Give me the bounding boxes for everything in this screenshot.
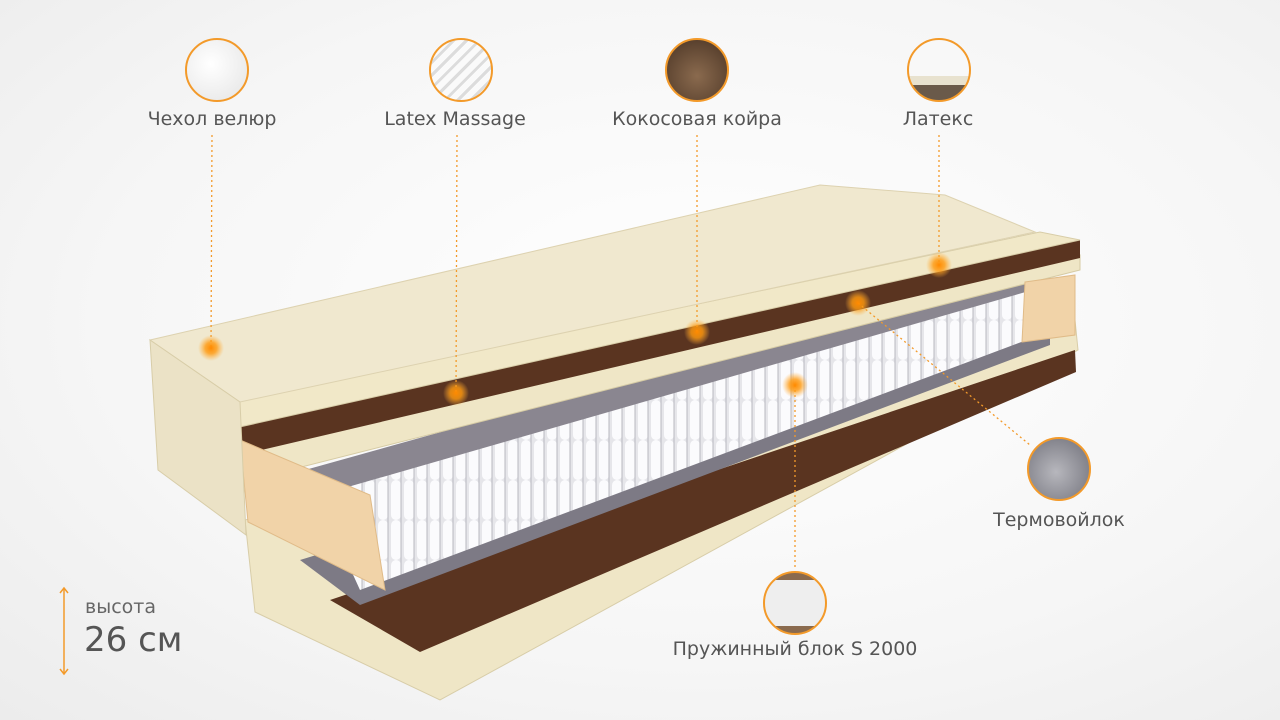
coconut-coir-thumbnail xyxy=(665,38,729,102)
velour-cover-thumbnail xyxy=(185,38,249,102)
callout-label-latex: Латекс xyxy=(902,108,974,130)
callout-label-velour-cover: Чехол велюр xyxy=(147,108,277,130)
callout-label-spring-block: Пружинный блок S 2000 xyxy=(672,638,918,660)
leader-lines xyxy=(210,134,1031,570)
foam-block-left xyxy=(239,439,386,591)
height-value: 26 см xyxy=(84,620,183,660)
height-arrow-icon xyxy=(59,586,69,676)
latex-thumbnail xyxy=(907,38,971,102)
callout-label-thermofelt: Термовойлок xyxy=(993,509,1125,531)
latex-massage-thumbnail xyxy=(429,38,493,102)
bottom-coir-layer xyxy=(330,350,1076,652)
thermofelt-thumbnail xyxy=(1027,437,1091,501)
spring-block xyxy=(310,285,1040,590)
callout-label-coconut-coir: Кокосовая койра xyxy=(612,108,782,130)
foam-block-right xyxy=(1021,274,1076,343)
callout-label-latex-massage: Latex Massage xyxy=(384,108,526,130)
cover-side xyxy=(149,339,247,537)
spring-block-thumbnail xyxy=(763,571,827,635)
hotspots xyxy=(198,252,952,406)
height-label: высота xyxy=(85,596,156,618)
